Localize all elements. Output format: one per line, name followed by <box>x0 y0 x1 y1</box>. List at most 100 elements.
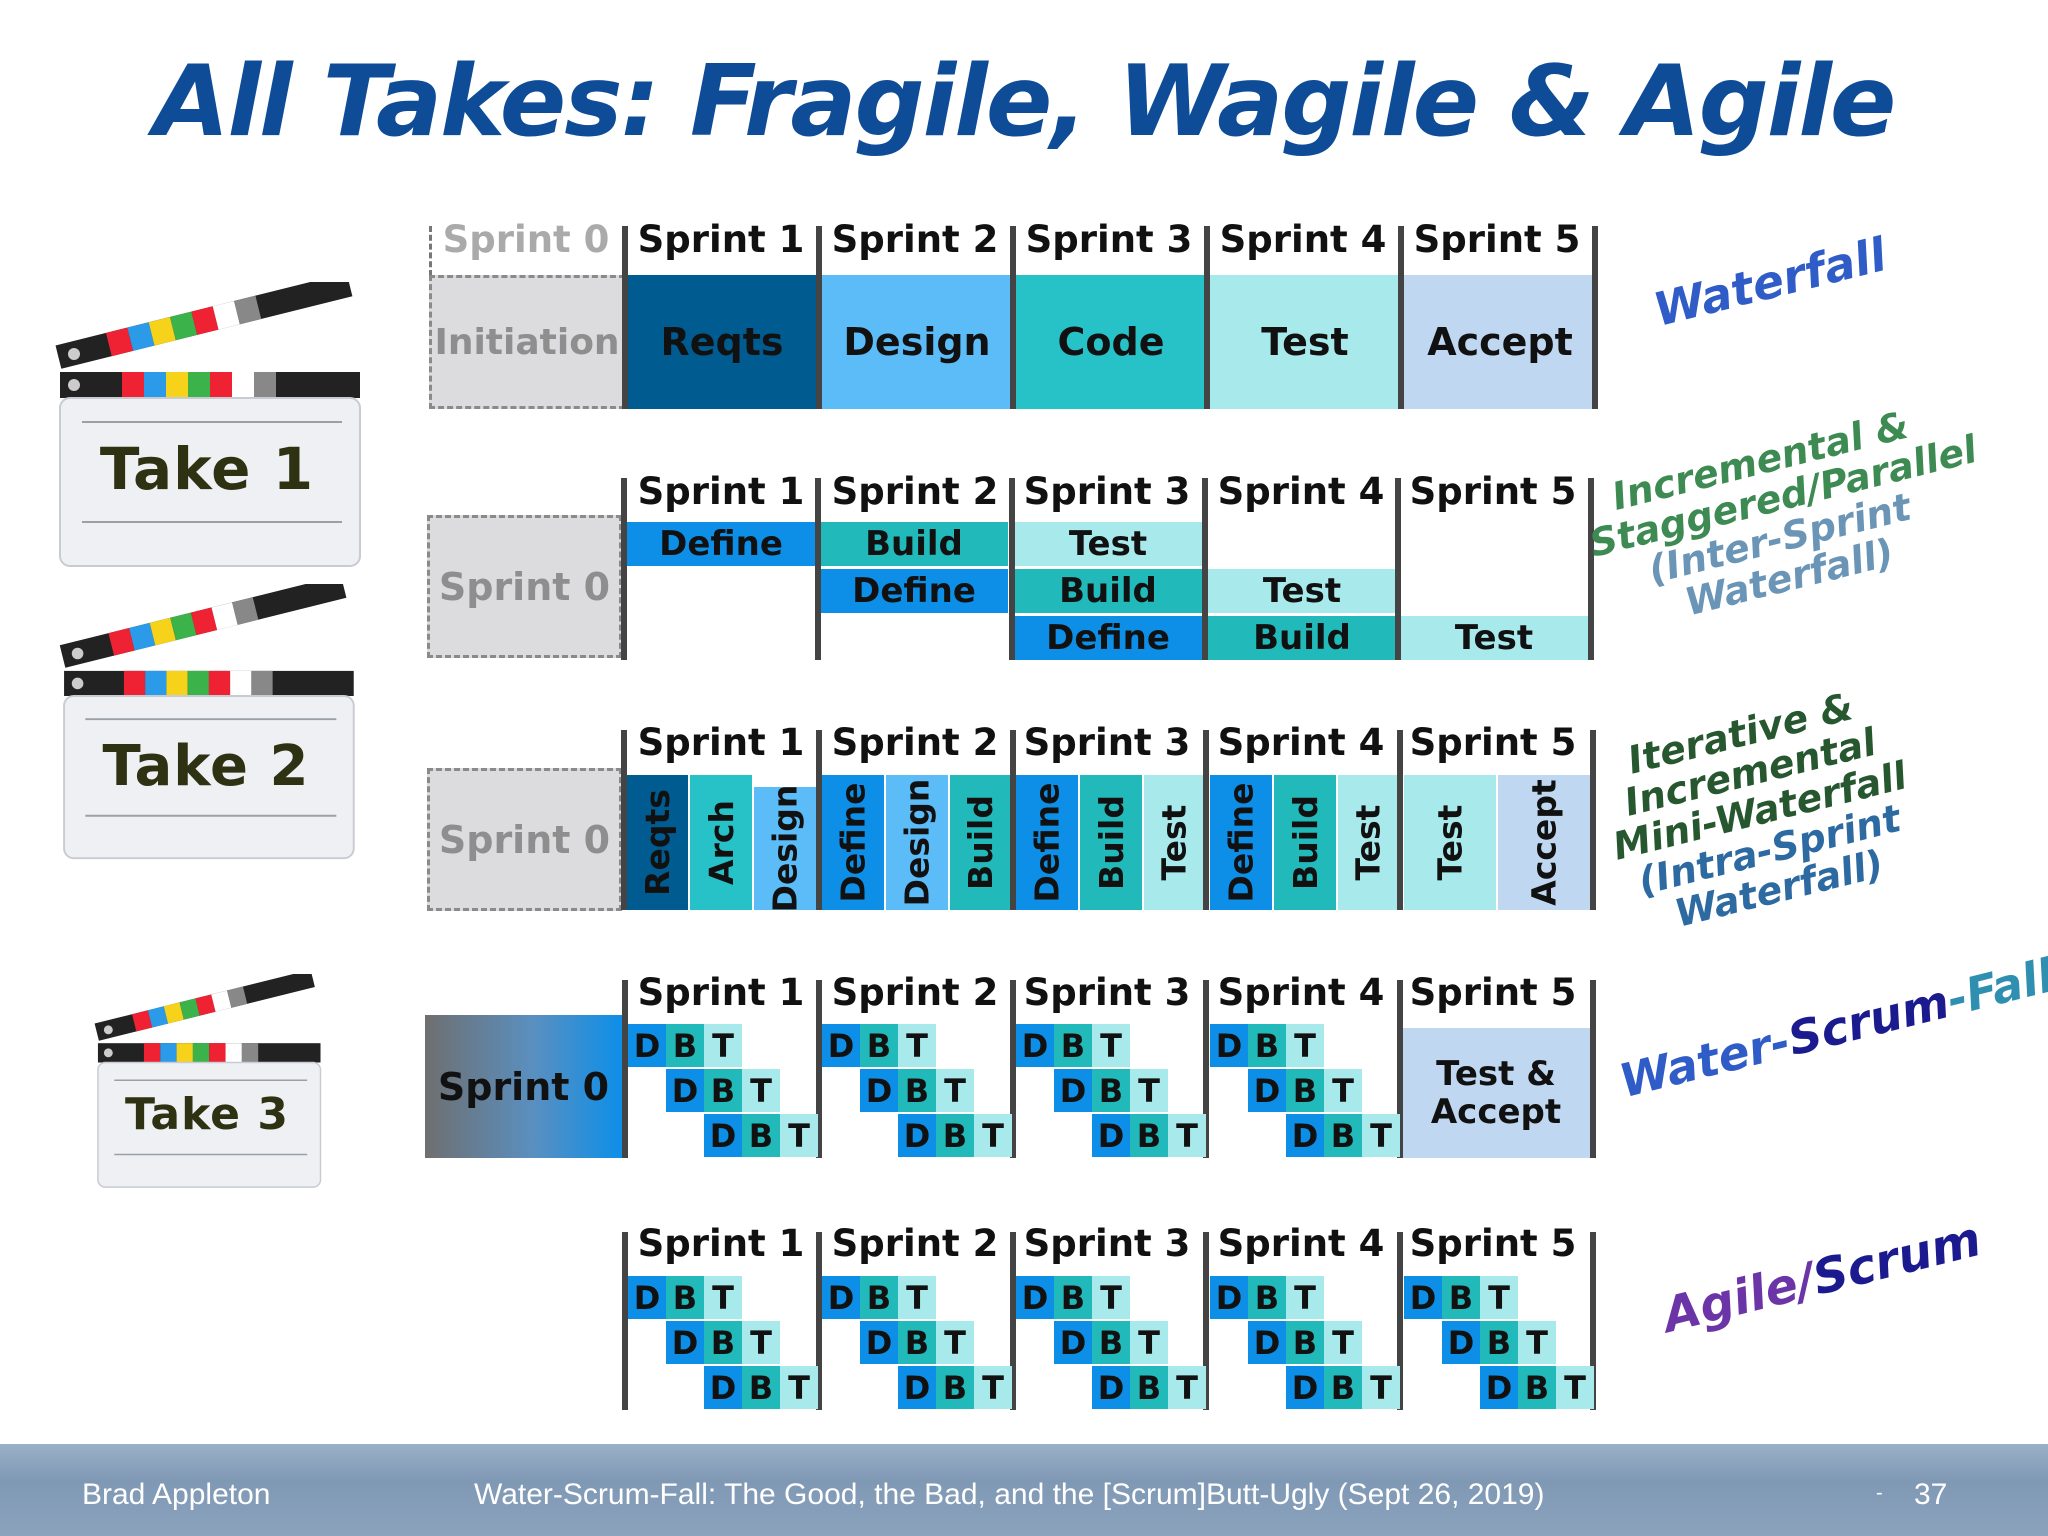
row2-divider-4 <box>1202 478 1208 660</box>
dbt-block-d: D <box>628 1276 666 1319</box>
row3-divider-2 <box>816 730 822 910</box>
clapperboard-icon <box>59 575 355 860</box>
test-accept-line-2: Accept <box>1430 1092 1562 1132</box>
dbt-block-t: T <box>1168 1114 1206 1157</box>
row3-divider-5 <box>1397 730 1403 910</box>
row4-divider-2 <box>816 980 822 1158</box>
dbt-block-b: B <box>936 1114 974 1157</box>
row3-s2-define: Define <box>822 775 884 910</box>
row2-header-sprint-1: Sprint 1 <box>637 470 805 513</box>
row5-divider-6 <box>1590 1232 1596 1410</box>
dbt-block-b: B <box>898 1069 936 1112</box>
row1-header-sprint-3: Sprint 3 <box>1025 218 1193 261</box>
row4-header-sprint-1: Sprint 1 <box>637 971 805 1014</box>
dbt-block-t: T <box>1168 1366 1206 1409</box>
dbt-block-t: T <box>1362 1114 1400 1157</box>
dbt-block-b: B <box>936 1366 974 1409</box>
row5-header-sprint-1: Sprint 1 <box>637 1222 805 1265</box>
row2-s3-define: Define <box>1014 616 1202 660</box>
row4-sprint-0: Sprint 0 <box>425 1015 622 1158</box>
row3-cell-arch: Arch <box>690 775 752 910</box>
row5-divider-2 <box>816 1232 822 1410</box>
row4-divider-6 <box>1590 980 1596 1158</box>
test-accept-line-1: Test & <box>1436 1053 1556 1094</box>
row1-cell-design: Design <box>822 275 1012 409</box>
dbt-block-b: B <box>1092 1321 1130 1364</box>
dbt-block-d: D <box>898 1114 936 1157</box>
row1-header-sprint-0: Sprint 0 <box>442 218 610 261</box>
dbt-block-d: D <box>1248 1321 1286 1364</box>
row3-cell-design: Design <box>754 784 816 913</box>
row1-cell-reqts: Reqts <box>626 275 818 409</box>
row5-divider-4 <box>1203 1232 1209 1410</box>
dbt-block-t: T <box>1480 1276 1518 1319</box>
row2-s2-define: Define <box>820 569 1008 613</box>
row3-s4-build: Build <box>1274 775 1336 910</box>
dbt-block-b: B <box>1286 1321 1324 1364</box>
row2-divider-5 <box>1395 478 1401 660</box>
row2-divider-2 <box>815 478 821 660</box>
take-2-label: Take 2 <box>102 734 310 799</box>
row1-header-sprint-4: Sprint 4 <box>1219 218 1387 261</box>
row3-s2-design-text: Design <box>897 778 937 907</box>
dbt-block-d: D <box>1054 1069 1092 1112</box>
dbt-block-b: B <box>1092 1069 1130 1112</box>
row3-s3-build-text: Build <box>1091 795 1131 890</box>
row3-divider-6 <box>1590 730 1596 910</box>
row3-s2-build: Build <box>950 775 1010 910</box>
row3-s3-define: Define <box>1016 775 1078 910</box>
row4-divider-4 <box>1203 980 1209 1158</box>
footer-talk-title: Water-Scrum-Fall: The Good, the Bad, and… <box>474 1478 1545 1511</box>
row3-s5-accept-text: Accept <box>1524 779 1564 906</box>
dbt-block-d: D <box>1092 1366 1130 1409</box>
dbt-block-t: T <box>742 1321 780 1364</box>
row4-header-sprint-4: Sprint 4 <box>1217 971 1385 1014</box>
row4-divider-1 <box>622 980 628 1158</box>
label-part-fall: -Fall <box>1941 948 2048 1027</box>
row5-header-sprint-5: Sprint 5 <box>1409 1222 1577 1265</box>
footer-page-number: 37 <box>1914 1478 1948 1511</box>
row3-cell-design-text: Design <box>765 784 805 913</box>
row1-cell-code: Code <box>1016 275 1206 409</box>
dbt-block-t: T <box>1130 1321 1168 1364</box>
dbt-block-d: D <box>666 1321 704 1364</box>
dbt-block-b: B <box>1324 1366 1362 1409</box>
row4-test-accept: Test & Accept <box>1402 1028 1590 1158</box>
row1-divider-5 <box>1398 226 1404 409</box>
row1-cell-test: Test <box>1210 275 1400 409</box>
dbt-block-d: D <box>1442 1321 1480 1364</box>
row3-s3-test-text: Test <box>1154 804 1194 881</box>
dbt-block-b: B <box>1130 1114 1168 1157</box>
dbt-block-b: B <box>1324 1114 1362 1157</box>
row4-divider-5 <box>1397 980 1403 1158</box>
row3-s2-build-text: Build <box>960 795 1000 890</box>
row3-s3-define-text: Define <box>1027 782 1067 903</box>
dbt-block-t: T <box>974 1366 1012 1409</box>
row2-sprint-0: Sprint 0 <box>427 515 622 658</box>
row2-s3-build: Build <box>1014 569 1202 613</box>
dbt-block-t: T <box>1286 1276 1324 1319</box>
dbt-block-d: D <box>898 1366 936 1409</box>
row1-divider-1 <box>622 226 628 409</box>
dbt-block-t: T <box>1092 1276 1130 1319</box>
row5-header-sprint-3: Sprint 3 <box>1023 1222 1191 1265</box>
row2-s3-test: Test <box>1014 522 1202 566</box>
dbt-block-t: T <box>898 1024 936 1067</box>
dbt-block-b: B <box>898 1321 936 1364</box>
row3-s3-build: Build <box>1080 775 1142 910</box>
label-incremental-staggered: Incremental & Staggered/Parallel (Inter-… <box>1576 398 1981 642</box>
label-part-agile: Agile/ <box>1657 1252 1821 1345</box>
dbt-block-t: T <box>1518 1321 1556 1364</box>
dbt-block-d: D <box>704 1114 742 1157</box>
row3-cell-arch-text: Arch <box>701 800 741 885</box>
row3-s3-test: Test <box>1144 775 1204 910</box>
row2-s4-build: Build <box>1208 616 1396 660</box>
row2-s1-define: Define <box>626 522 816 566</box>
row3-s2-design: Design <box>886 775 948 910</box>
dbt-block-t: T <box>704 1276 742 1319</box>
row1-divider-4 <box>1204 226 1210 409</box>
row3-divider-1 <box>621 730 627 910</box>
row2-s2-build: Build <box>820 522 1008 566</box>
dbt-block-b: B <box>666 1276 704 1319</box>
